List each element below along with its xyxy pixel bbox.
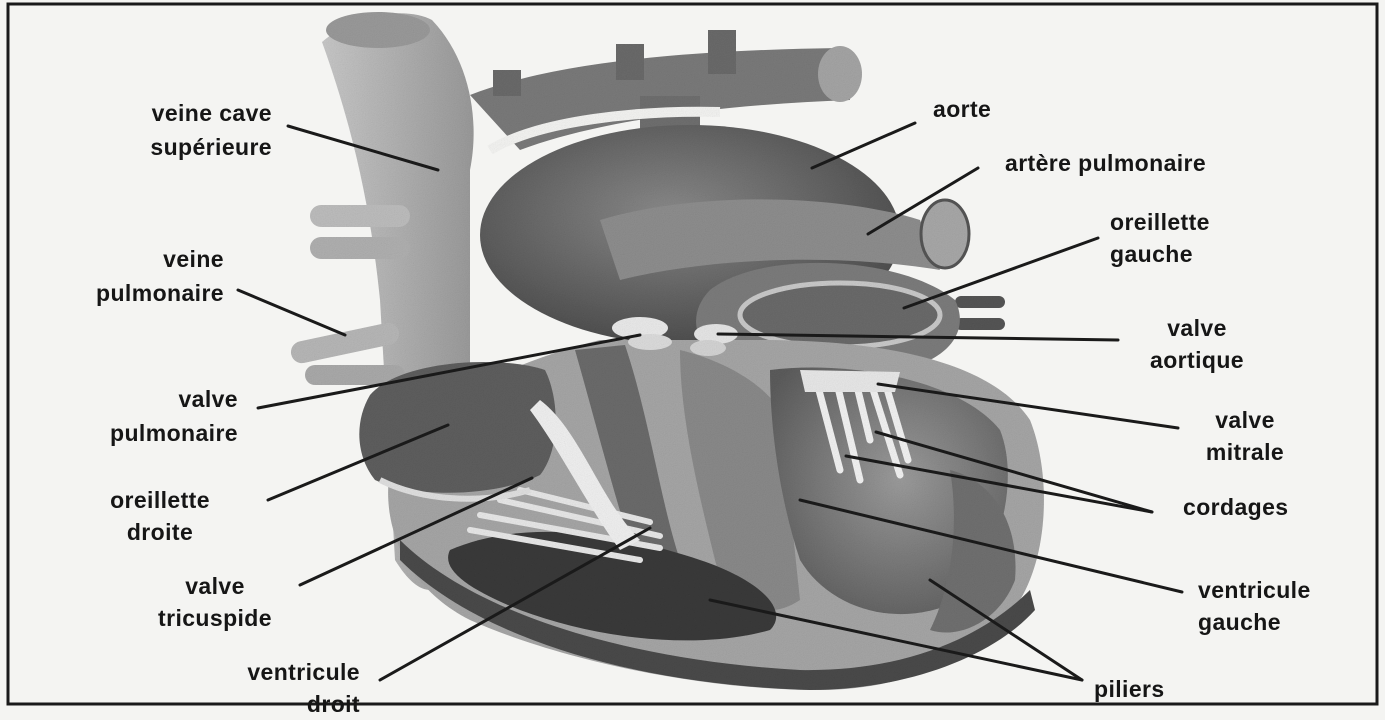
label-line: oreillette bbox=[1110, 209, 1210, 235]
label-line: cordages bbox=[1183, 494, 1288, 520]
label-line: pulmonaire bbox=[96, 280, 224, 306]
label-line: droit bbox=[307, 691, 360, 717]
pulmonary-vein-2 bbox=[310, 237, 410, 259]
label-line: oreillette bbox=[110, 487, 210, 513]
label-line: ventricule bbox=[247, 659, 360, 685]
label-line: pulmonaire bbox=[110, 420, 238, 446]
aortic-arch-end bbox=[818, 46, 862, 102]
label-vena-cava-superior: veine cave supérieure bbox=[40, 96, 272, 164]
label-chordae: cordages bbox=[1183, 492, 1288, 522]
aortic-branch-2 bbox=[616, 44, 644, 80]
label-mitral-valve: valve mitrale bbox=[1185, 404, 1305, 468]
label-pillars: piliers bbox=[1094, 674, 1165, 704]
label-aorta: aorte bbox=[933, 94, 991, 124]
label-line: veine bbox=[163, 246, 224, 272]
mitral-valve-shape bbox=[800, 370, 900, 392]
label-line: veine cave bbox=[152, 100, 272, 126]
label-right-ventricle: ventricule droit bbox=[140, 656, 360, 720]
label-pulmonary-artery: artère pulmonaire bbox=[1005, 148, 1206, 178]
label-line: droite bbox=[127, 519, 193, 545]
pulmonary-artery-opening bbox=[921, 200, 969, 268]
vena-cava-opening bbox=[326, 12, 430, 48]
label-line: gauche bbox=[1110, 241, 1193, 267]
label-left-atrium: oreillette gauche bbox=[1110, 206, 1210, 270]
label-aortic-valve: valve aortique bbox=[1122, 312, 1272, 376]
label-pulmonary-valve: valve pulmonaire bbox=[10, 382, 238, 450]
label-line: aortique bbox=[1150, 347, 1244, 373]
pulmonary-vein-right-1 bbox=[955, 296, 1005, 308]
label-pulmonary-vein: veine pulmonaire bbox=[4, 242, 224, 310]
aortic-branch-1 bbox=[493, 70, 521, 96]
leader-pulmonary-vein bbox=[238, 290, 345, 335]
aortic-valve-shape-2 bbox=[690, 340, 726, 356]
label-tricuspid-valve: valve tricuspide bbox=[140, 570, 290, 634]
label-line: tricuspide bbox=[158, 605, 272, 631]
label-line: gauche bbox=[1198, 609, 1281, 635]
label-line: valve bbox=[1167, 315, 1227, 341]
label-line: valve bbox=[178, 386, 238, 412]
label-right-atrium: oreillette droite bbox=[60, 484, 260, 548]
label-line: valve bbox=[185, 573, 245, 599]
label-line: supérieure bbox=[150, 134, 272, 160]
leader-aorta bbox=[812, 123, 915, 168]
aortic-branch-3 bbox=[708, 30, 736, 74]
label-line: artère pulmonaire bbox=[1005, 150, 1206, 176]
label-line: ventricule bbox=[1198, 577, 1311, 603]
pulmonary-vein-right-2 bbox=[955, 318, 1005, 330]
pulmonary-vein-1 bbox=[310, 205, 410, 227]
heart-anatomy bbox=[289, 12, 1044, 690]
label-line: valve bbox=[1215, 407, 1275, 433]
label-left-ventricle: ventricule gauche bbox=[1198, 574, 1311, 638]
label-line: piliers bbox=[1094, 676, 1165, 702]
label-line: aorte bbox=[933, 96, 991, 122]
label-line: mitrale bbox=[1206, 439, 1284, 465]
